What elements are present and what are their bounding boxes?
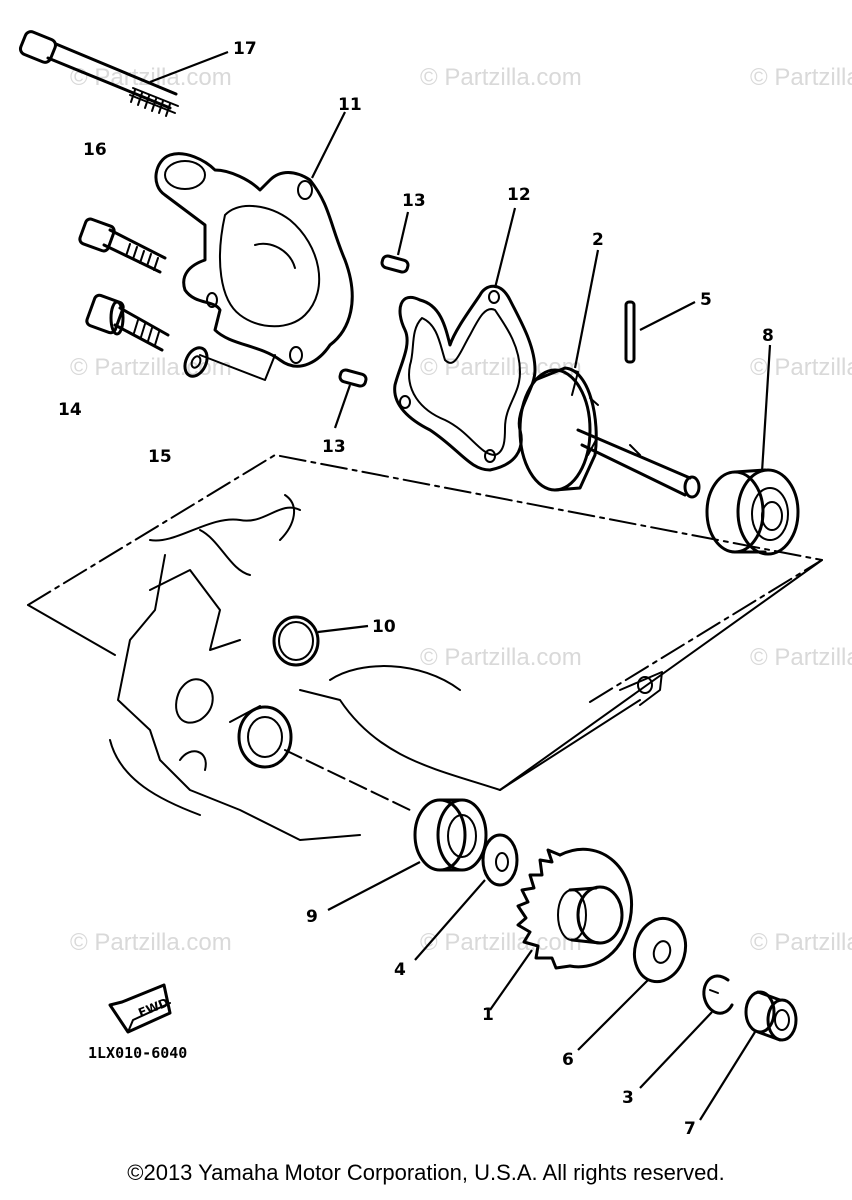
callout-16: 16	[83, 140, 107, 160]
callout-7: 7	[684, 1119, 696, 1139]
water-pump-exploded-diagram: © Partzilla.com © Partzilla.com © Partzi…	[18, 30, 852, 1139]
callout-9: 9	[306, 907, 318, 927]
part-9-bearing	[327, 798, 488, 911]
callouts: 17 11 16 13 12 2 5 8 14 13 15 10 9 4 1 6…	[58, 39, 774, 1139]
watermark: © Partzilla.com	[750, 644, 852, 671]
callout-13-upper: 13	[402, 191, 426, 211]
watermarks: © Partzilla.com © Partzilla.com © Partzi…	[70, 64, 852, 956]
callout-13-lower: 13	[322, 437, 346, 457]
callout-12: 12	[507, 185, 531, 205]
callout-10: 10	[372, 617, 396, 637]
part-7-collar	[699, 990, 798, 1121]
part-16-bolt	[78, 217, 167, 274]
callout-17: 17	[233, 39, 257, 59]
part-8-bearing	[705, 344, 800, 556]
watermark: © Partzilla.com	[420, 64, 582, 91]
callout-1: 1	[482, 1005, 494, 1025]
bearing-seat	[229, 559, 823, 811]
crankcase-plane	[27, 454, 823, 706]
watermark: © Partzilla.com	[420, 354, 582, 381]
part-12-gasket	[393, 207, 537, 472]
part-6-washer	[577, 916, 688, 1051]
callout-2: 2	[592, 230, 604, 250]
watermark: © Partzilla.com	[70, 929, 232, 956]
watermark: © Partzilla.com	[750, 354, 852, 381]
part-2-impeller-shaft	[518, 249, 701, 499]
watermark: © Partzilla.com	[750, 929, 852, 956]
part-17-bolt	[18, 30, 229, 117]
callout-6: 6	[562, 1050, 574, 1070]
part-14-bolt	[85, 293, 170, 352]
callout-8: 8	[762, 326, 774, 346]
fwd-arrow-icon: FWD	[108, 983, 172, 1034]
watermark: © Partzilla.com	[750, 64, 852, 91]
part-10-o-ring	[272, 615, 369, 667]
callout-4: 4	[394, 960, 406, 980]
callout-14: 14	[58, 400, 82, 420]
callout-5: 5	[700, 290, 712, 310]
part-1-gear	[489, 847, 633, 1011]
part-15-washer	[183, 346, 209, 378]
part-11-pump-housing	[154, 111, 354, 381]
part-5-pin	[624, 300, 696, 364]
part-3-circlip	[639, 974, 734, 1089]
watermark: © Partzilla.com	[420, 644, 582, 671]
diagram-code: 1LX010-6040	[88, 1044, 187, 1062]
copyright-notice: ©2013 Yamaha Motor Corporation, U.S.A. A…	[127, 1160, 725, 1185]
watermark: © Partzilla.com	[420, 929, 582, 956]
callout-3: 3	[622, 1088, 634, 1108]
callout-15: 15	[148, 447, 172, 467]
crankcase-outline	[109, 494, 663, 841]
callout-11: 11	[338, 95, 362, 115]
part-13-dowel-lower	[333, 368, 368, 429]
part-4-washer	[414, 833, 519, 961]
part-13-dowel-upper	[380, 211, 410, 274]
